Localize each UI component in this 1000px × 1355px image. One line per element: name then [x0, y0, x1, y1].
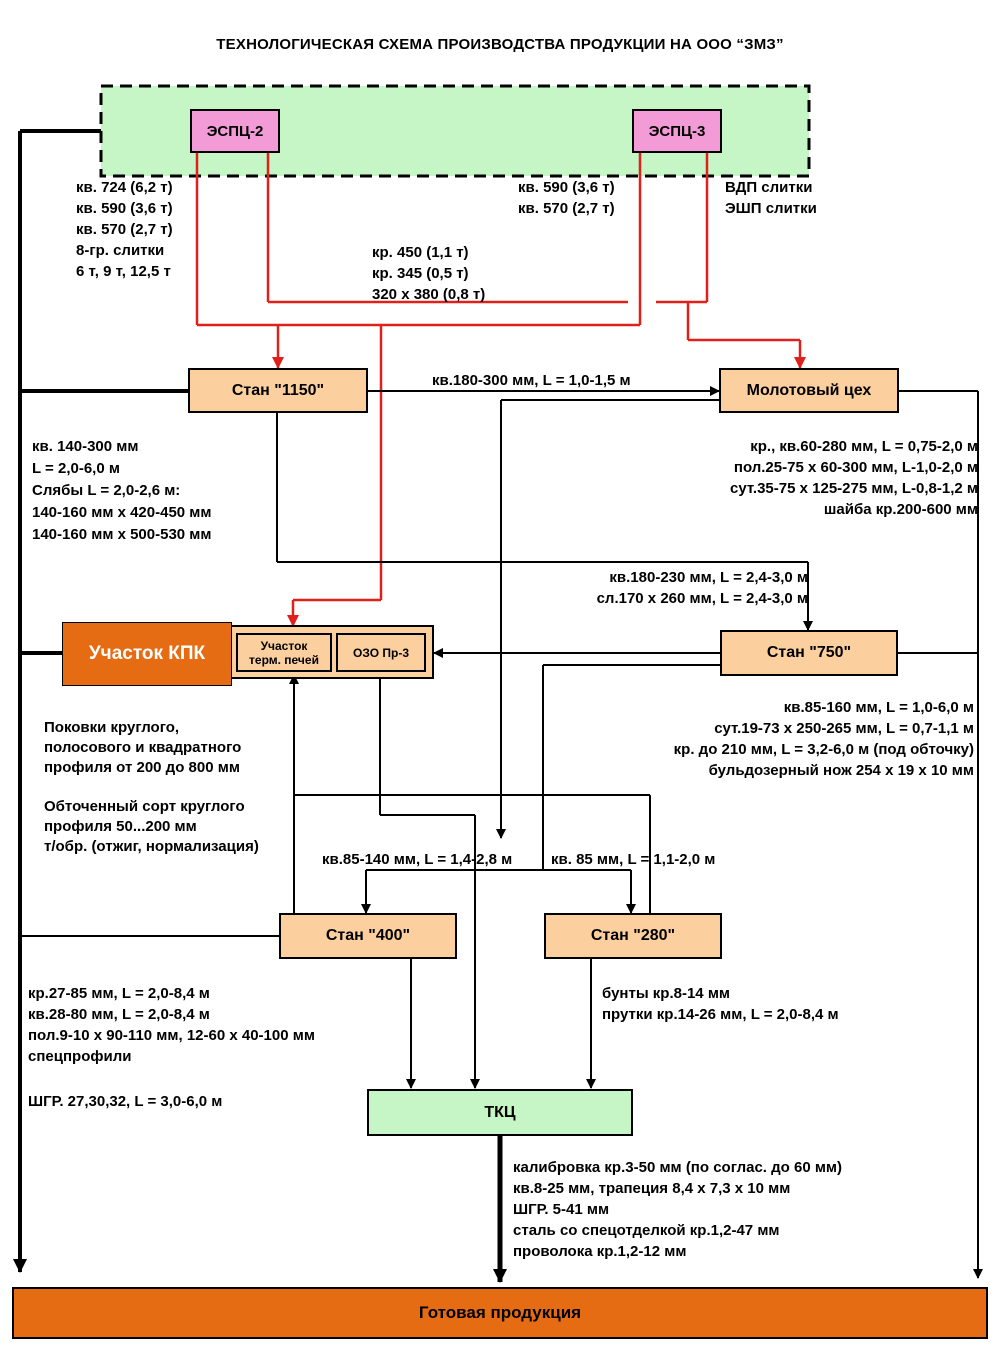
node-espc3: ЭСПЦ-3 — [632, 109, 722, 153]
red-flows — [195, 153, 806, 627]
label-espc3-output: кв. 590 (3,6 т)кв. 570 (2,7 т) — [518, 179, 615, 217]
node-molot: Молотовый цех — [719, 368, 899, 413]
black-flows — [276, 386, 813, 1089]
label-round-ingots: кр. 450 (1,1 т)кр. 345 (0,5 т)320 х 380 … — [372, 244, 486, 303]
label-tkc-output: калибровка кр.3-50 мм (по соглас. до 60 … — [513, 1159, 843, 1260]
label-stan400-shgr: ШГР. 27,30,32, L = 3,0-6,0 м — [28, 1093, 223, 1110]
label-to-stan280: кв. 85 мм, L = 1,1-2,0 м — [551, 851, 716, 868]
label-kpk-forgings: Поковки круглого,полосового и квадратног… — [44, 719, 242, 776]
right-collector — [897, 390, 983, 1279]
node-stan750: Стан "750" — [720, 630, 898, 676]
label-to-molot: кв.180-300 мм, L = 1,0-1,5 м — [432, 372, 631, 389]
label-to-stan400: кв.85-140 мм, L = 1,4-2,8 м — [322, 851, 513, 868]
node-kpk: Участок КПК — [62, 622, 232, 686]
diagram-title: ТЕХНОЛОГИЧЕСКАЯ СХЕМА ПРОИЗВОДСТВА ПРОДУ… — [216, 36, 784, 53]
node-stan280: Стан "280" — [544, 913, 722, 959]
node-tkc: ТКЦ — [367, 1089, 633, 1136]
left-collector — [13, 129, 190, 1273]
node-output: Готовая продукция — [12, 1287, 988, 1339]
node-kpk-furnaces: Участок терм. печей — [236, 633, 332, 672]
node-espc2: ЭСПЦ-2 — [190, 109, 280, 153]
node-stan400: Стан "400" — [279, 913, 457, 959]
label-espc2-output: кв. 724 (6,2 т)кв. 590 (3,6 т)кв. 570 (2… — [76, 179, 173, 280]
node-stan1150: Стан "1150" — [188, 368, 368, 413]
node-ozo: ОЗО Пр-3 — [336, 633, 426, 672]
